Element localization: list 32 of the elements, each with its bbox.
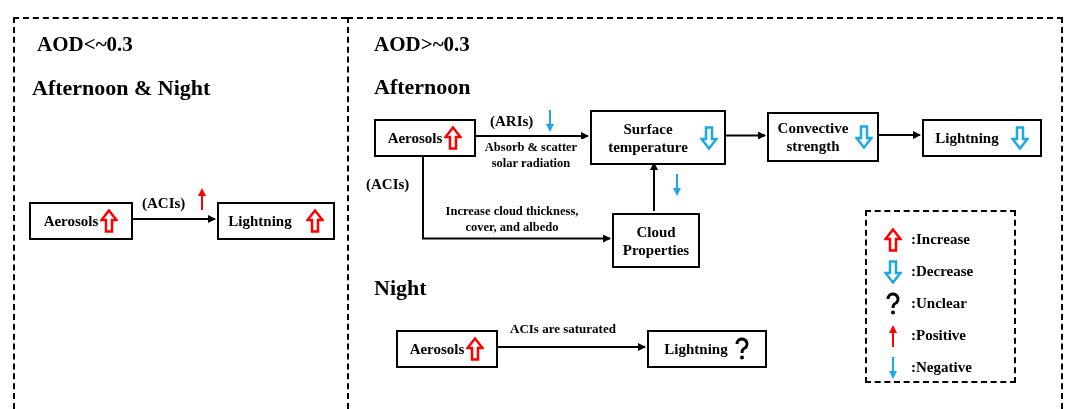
box-text: Aerosols [387, 129, 443, 147]
box-text: Aerosols [43, 212, 99, 230]
panel-heading: AOD>~0.3 [374, 32, 470, 57]
process-box [590, 110, 726, 165]
panel-heading: Afternoon [374, 74, 471, 100]
process-box [647, 330, 767, 368]
process-box [922, 119, 1042, 157]
box-text: Aerosols [409, 340, 465, 358]
box-text: Surface temperature [607, 119, 689, 156]
process-box [612, 213, 700, 268]
box-text: Cloud Properties [621, 222, 691, 259]
legend-text: :Negative [911, 359, 972, 376]
box-text: Lightning [228, 212, 292, 230]
panel-heading: Afternoon & Night [32, 75, 211, 101]
box-text: Convective strength [776, 119, 850, 155]
process-box [396, 330, 498, 368]
process-box [767, 112, 879, 162]
edge-label: (ACIs) [140, 195, 188, 212]
legend-text: :Increase [911, 231, 970, 248]
panel-heading: AOD<~0.3 [37, 32, 133, 57]
legend-text: :Positive [911, 327, 966, 344]
edge-label: (ACIs) [364, 176, 412, 193]
legend-text: :Unclear [911, 295, 967, 312]
legend-text: :Decrease [911, 263, 974, 280]
panel-heading: Night [374, 275, 427, 301]
process-box [29, 202, 133, 240]
dashed-panel [13, 17, 347, 409]
edge-label: (ARIs) [488, 113, 536, 130]
process-box [217, 202, 335, 240]
box-text: Lightning [935, 129, 999, 147]
box-text: Lightning [664, 340, 728, 358]
process-box [374, 119, 476, 157]
